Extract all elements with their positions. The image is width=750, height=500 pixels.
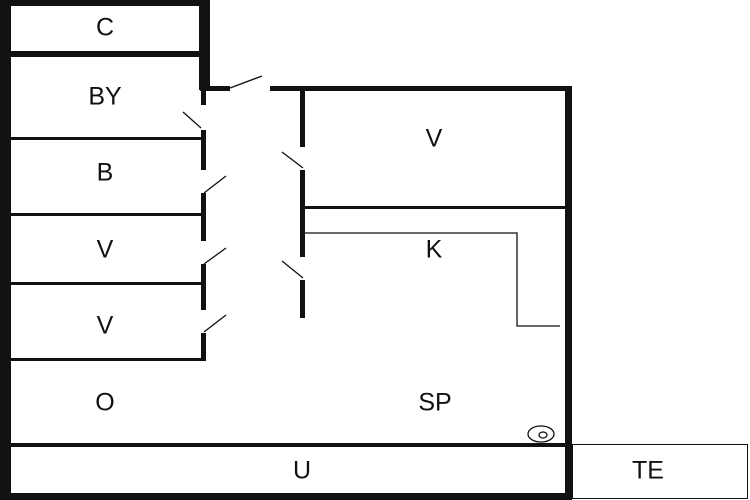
room-label-o: O [95, 389, 114, 417]
door-swing [203, 314, 227, 333]
room-label-v: V [426, 125, 443, 153]
drain-inner-icon [538, 431, 548, 439]
wall-v-k [305, 206, 565, 209]
room-label-u: U [293, 457, 311, 485]
inner-wall-3 [300, 280, 305, 318]
room-label-c: C [96, 14, 114, 42]
room-label-by: BY [88, 83, 122, 111]
room-label-k: K [426, 236, 443, 264]
wall-v-o [11, 358, 206, 361]
corridor-left-wall-3 [201, 193, 206, 241]
right-wall [565, 86, 572, 500]
inner-wall-1 [300, 91, 305, 147]
top-wall [0, 0, 210, 6]
door-swing [203, 247, 227, 265]
room-label-b: B [97, 159, 114, 187]
door-swing [203, 175, 227, 194]
door-swing [229, 75, 263, 89]
wall-v-v [11, 282, 203, 285]
wall-b-v [11, 213, 203, 216]
te-outline [572, 444, 748, 499]
drain-icon [527, 425, 555, 443]
door-swing [182, 111, 202, 129]
room-label-sp: SP [418, 389, 451, 417]
corridor-left-wall-5 [201, 333, 206, 361]
door-swing [281, 151, 304, 169]
outer-left-wall [0, 0, 11, 500]
corridor-top-wall-a [200, 86, 230, 91]
kitchen-counter [305, 232, 560, 327]
room-label-v: V [97, 312, 114, 340]
room-label-v: V [97, 236, 114, 264]
wall-by-b [11, 137, 203, 140]
corridor-left-wall-1 [201, 91, 206, 105]
room-label-te: TE [632, 457, 664, 485]
door-swing [281, 260, 304, 279]
walls [0, 0, 572, 500]
wall-c-by [11, 51, 201, 57]
corridor-left-wall-4 [201, 264, 206, 310]
inner-wall-2 [300, 170, 305, 257]
corridor-left-wall-2 [201, 130, 206, 170]
bottom-wall [0, 493, 572, 500]
wall-sp-u [11, 443, 565, 447]
upper-right-wall [199, 0, 210, 90]
corridor-top-wall-b [270, 86, 572, 91]
doors-and-fixtures [182, 75, 748, 499]
